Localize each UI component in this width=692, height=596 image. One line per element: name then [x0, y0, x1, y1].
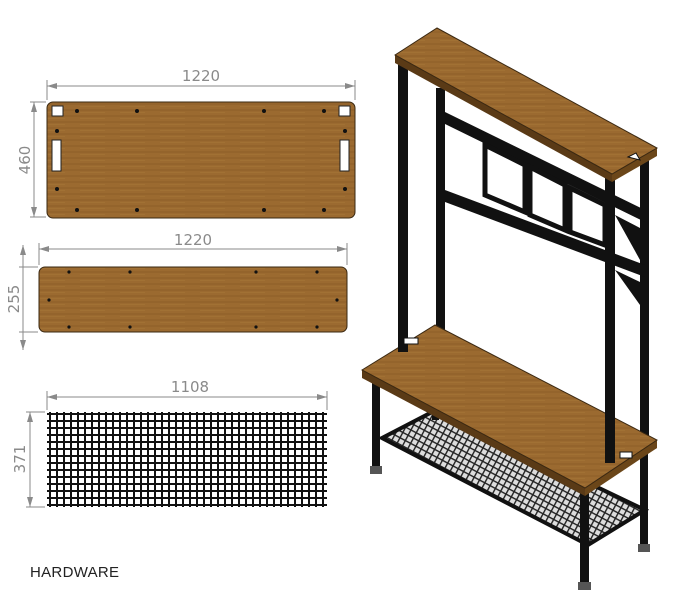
- mesh-height-label: 371: [11, 445, 29, 474]
- mesh-panel: [47, 412, 327, 507]
- top-board-height-label: 460: [16, 146, 34, 175]
- top-board-width-label: 1220: [182, 67, 220, 85]
- back-board: [38, 266, 348, 333]
- top-board: [46, 101, 356, 219]
- isometric-bench: [360, 27, 659, 590]
- back-board-view: 1220 255: [5, 231, 348, 350]
- top-shelf-board: [394, 27, 659, 175]
- caption-label: HARDWARE: [30, 564, 120, 581]
- mesh-width-label: 1108: [171, 378, 209, 396]
- back-board-height-label: 255: [5, 285, 23, 314]
- top-board-view: 1220 460: [16, 67, 356, 219]
- mesh-panel-view: 1108 371: [11, 378, 328, 508]
- back-board-width-label: 1220: [174, 231, 212, 249]
